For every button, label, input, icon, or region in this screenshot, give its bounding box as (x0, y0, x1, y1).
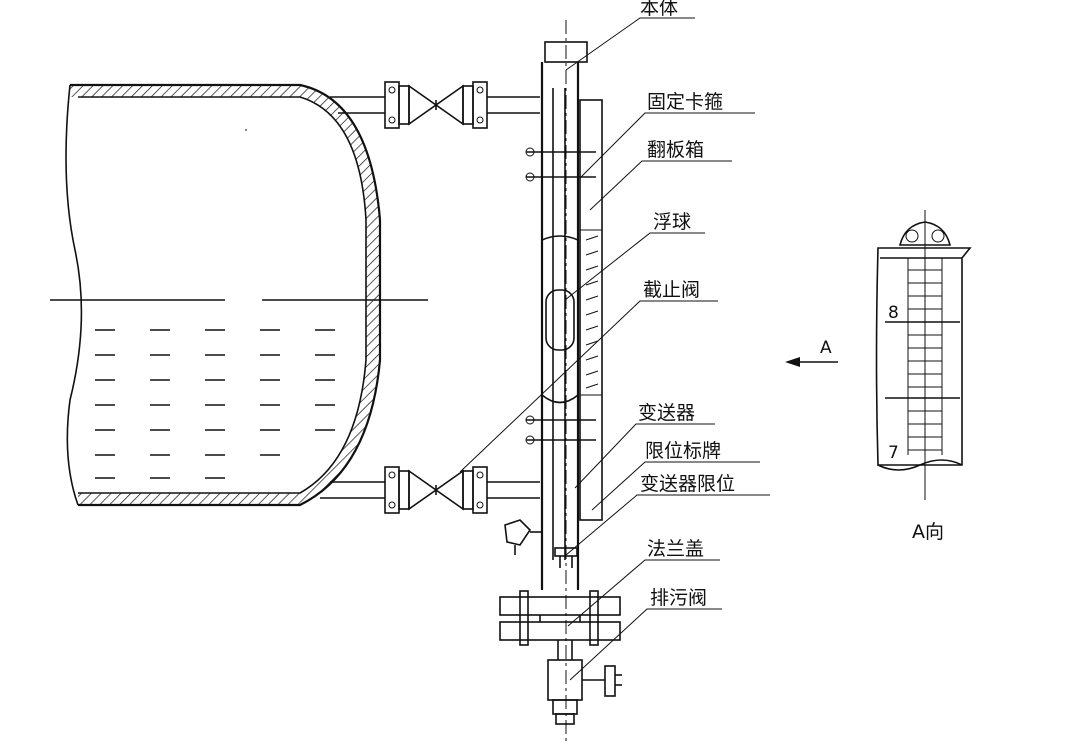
label-flap-box: 翻板箱 (647, 139, 704, 161)
lower-connection (320, 466, 540, 514)
label-transmitter-limit: 变送器限位 (640, 473, 735, 495)
drain-valve-body (547, 640, 622, 725)
flap-indicators (585, 235, 599, 389)
view-a-arrow-label: A (820, 338, 832, 358)
label-float: 浮球 (653, 211, 691, 233)
liquid-dashes (95, 329, 335, 479)
view-a-caption: A向 (912, 521, 944, 543)
view-a-detail (875, 210, 972, 500)
label-body: 本体 (640, 0, 678, 19)
label-transmitter: 变送器 (638, 402, 695, 424)
upper-connection (330, 81, 540, 129)
gauge-body (504, 20, 603, 745)
transmitter-head (504, 519, 542, 555)
clamps (525, 147, 596, 445)
label-stop-valve: 截止阀 (643, 279, 700, 301)
view-a-scale-ticks (885, 269, 960, 451)
view-a-scale-8: 8 (888, 303, 899, 323)
label-flange-cover: 法兰盖 (647, 538, 704, 560)
view-a-arrow (785, 357, 838, 367)
view-a-scale-7: 7 (888, 443, 899, 463)
label-clamp: 固定卡箍 (647, 91, 723, 113)
bottom-flange (499, 590, 621, 646)
label-drain-valve: 排污阀 (650, 587, 707, 609)
label-limit-plate: 限位标牌 (645, 440, 721, 462)
leader-lines (459, 17, 770, 681)
tank (50, 83, 428, 507)
